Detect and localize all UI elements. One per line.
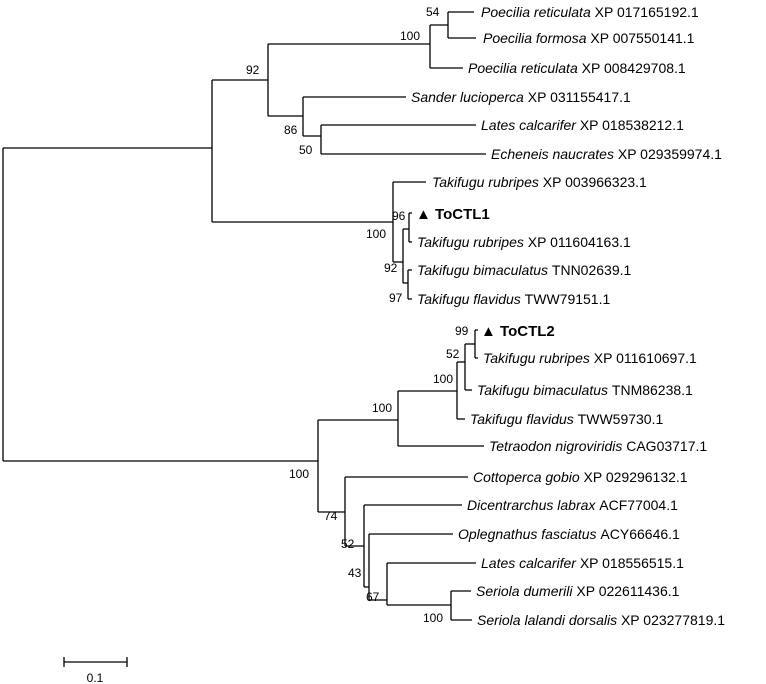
triangle-marker-icon: ▲ (481, 323, 496, 340)
tip-label: Takifugu bimaculatus TNM86238.1 (477, 382, 693, 398)
scale-bar-label: 0.1 (87, 671, 104, 684)
bootstrap-values: 54 100 92 86 50 96 100 92 97 99 52 100 1… (246, 5, 469, 625)
toctl1-label: ▲ ToCTL1 (416, 206, 490, 223)
tip-label: Tetraodon nigroviridis CAG03717.1 (489, 438, 707, 454)
bootstrap-label: 100 (433, 372, 453, 386)
tip-label: Sander lucioperca XP 031155417.1 (411, 89, 631, 105)
triangle-marker-icon: ▲ (416, 206, 431, 223)
tip-label: Takifugu flavidus TWW79151.1 (417, 291, 610, 307)
tip-label: Seriola dumerili XP 022611436.1 (476, 583, 680, 599)
tip-label: Lates calcarifer XP 018556515.1 (481, 555, 684, 571)
bootstrap-label: 100 (372, 401, 392, 415)
tip-label: Dicentrarchus labrax ACF77004.1 (467, 497, 678, 513)
tip-label: Cottoperca gobio XP 029296132.1 (473, 469, 688, 485)
toctl2-label: ▲ ToCTL2 (481, 323, 555, 340)
tip-label: Takifugu rubripes XP 003966323.1 (432, 174, 647, 190)
bootstrap-label: 52 (446, 347, 460, 361)
bootstrap-label: 74 (324, 509, 338, 523)
tip-label: Oplegnathus fasciatus ACY66646.1 (458, 526, 680, 542)
bootstrap-label: 50 (299, 143, 313, 157)
tip-label: Takifugu rubripes XP 011610697.1 (483, 350, 697, 366)
tip-labels: Poecilia reticulata XP 017165192.1 Poeci… (411, 4, 725, 628)
bootstrap-label: 92 (384, 261, 398, 275)
scale-bar-line (63, 657, 128, 667)
tip-label: Poecilia formosa XP 007550141.1 (483, 30, 695, 46)
bootstrap-label: 86 (284, 123, 298, 137)
bootstrap-label: 52 (341, 537, 355, 551)
bootstrap-label: 43 (348, 566, 362, 580)
bootstrap-label: 99 (455, 324, 469, 338)
bootstrap-label: 100 (289, 467, 309, 481)
tip-label: Poecilia reticulata XP 017165192.1 (481, 4, 699, 20)
tip-label: Lates calcarifer XP 018538212.1 (481, 117, 684, 133)
bootstrap-label: 54 (426, 5, 440, 19)
bootstrap-label: 100 (400, 29, 420, 43)
bootstrap-label: 97 (389, 291, 403, 305)
tree-branches (2, 11, 486, 621)
tip-label: Takifugu rubripes XP 011604163.1 (417, 234, 631, 250)
tip-label: Seriola lalandi dorsalis XP 023277819.1 (477, 612, 725, 628)
tip-label: Poecilia reticulata XP 008429708.1 (468, 60, 686, 76)
bootstrap-label: 100 (423, 611, 443, 625)
tip-label: Takifugu bimaculatus TNN02639.1 (417, 262, 631, 278)
tip-label: Takifugu flavidus TWW59730.1 (470, 411, 663, 427)
bootstrap-label: 96 (392, 209, 406, 223)
bootstrap-label: 100 (366, 227, 386, 241)
scale-bar: 0.1 (63, 657, 128, 684)
tip-label: Echeneis naucrates XP 029359974.1 (491, 146, 722, 162)
bootstrap-label: 67 (366, 590, 380, 604)
bootstrap-label: 92 (246, 63, 260, 77)
